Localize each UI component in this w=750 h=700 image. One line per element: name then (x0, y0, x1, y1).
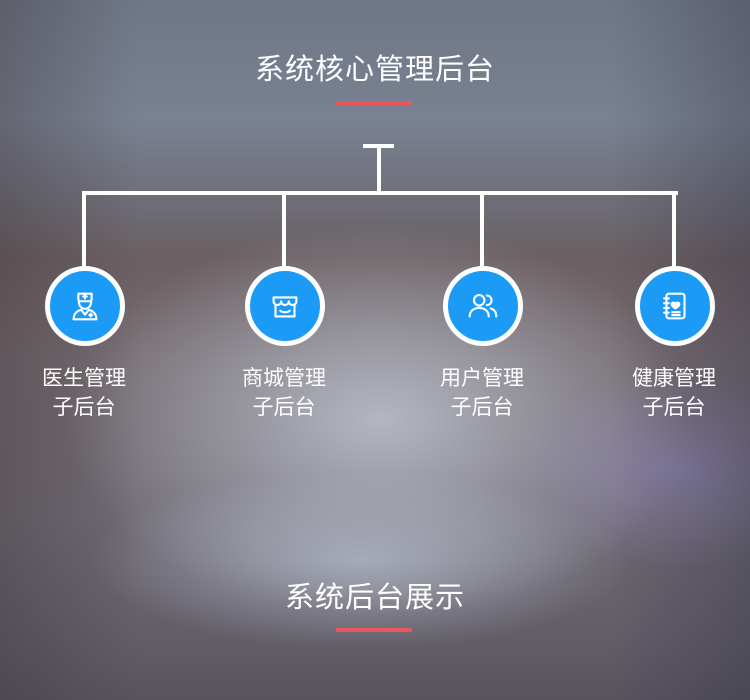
section-title: 系统后台展示 (284, 580, 465, 614)
health-record-icon (663, 292, 686, 320)
module-label: 商城管理 子后台 (204, 364, 364, 422)
module-label: 医生管理 子后台 (4, 364, 164, 422)
module-icon-circle[interactable] (45, 266, 125, 346)
tree-drop-line (282, 191, 286, 271)
module-label-line2: 子后台 (252, 395, 316, 419)
module-label: 健康管理 子后台 (594, 364, 750, 422)
module-doctor-management[interactable]: 医生管理 子后台 (4, 266, 164, 426)
module-icon-circle[interactable] (443, 266, 523, 346)
module-user-management[interactable]: 用户管理 子后台 (402, 266, 562, 426)
module-health-management[interactable]: 健康管理 子后台 (594, 266, 750, 426)
tree-drop-line (480, 191, 484, 271)
module-icon-circle[interactable] (635, 266, 715, 346)
module-label-line1: 医生管理 (42, 366, 126, 390)
module-label: 用户管理 子后台 (402, 364, 562, 422)
module-label-line1: 商城管理 (242, 366, 326, 390)
tree-root-stem (377, 144, 381, 194)
doctor-icon (72, 292, 98, 321)
users-icon (468, 294, 498, 318)
tree-drop-line (672, 191, 676, 271)
module-label-line2: 子后台 (52, 395, 116, 419)
store-icon (272, 296, 298, 318)
title-underline (336, 101, 412, 105)
module-label-line1: 用户管理 (440, 366, 524, 390)
module-label-line2: 子后台 (642, 395, 706, 419)
page-title: 系统核心管理后台 (254, 52, 495, 86)
module-label-line2: 子后台 (450, 395, 514, 419)
section-title-underline (336, 628, 412, 632)
tree-branch-line (82, 191, 678, 195)
tree-drop-line (82, 191, 86, 271)
module-icon-circle[interactable] (245, 266, 325, 346)
module-store-management[interactable]: 商城管理 子后台 (204, 266, 364, 426)
module-label-line1: 健康管理 (632, 366, 716, 390)
